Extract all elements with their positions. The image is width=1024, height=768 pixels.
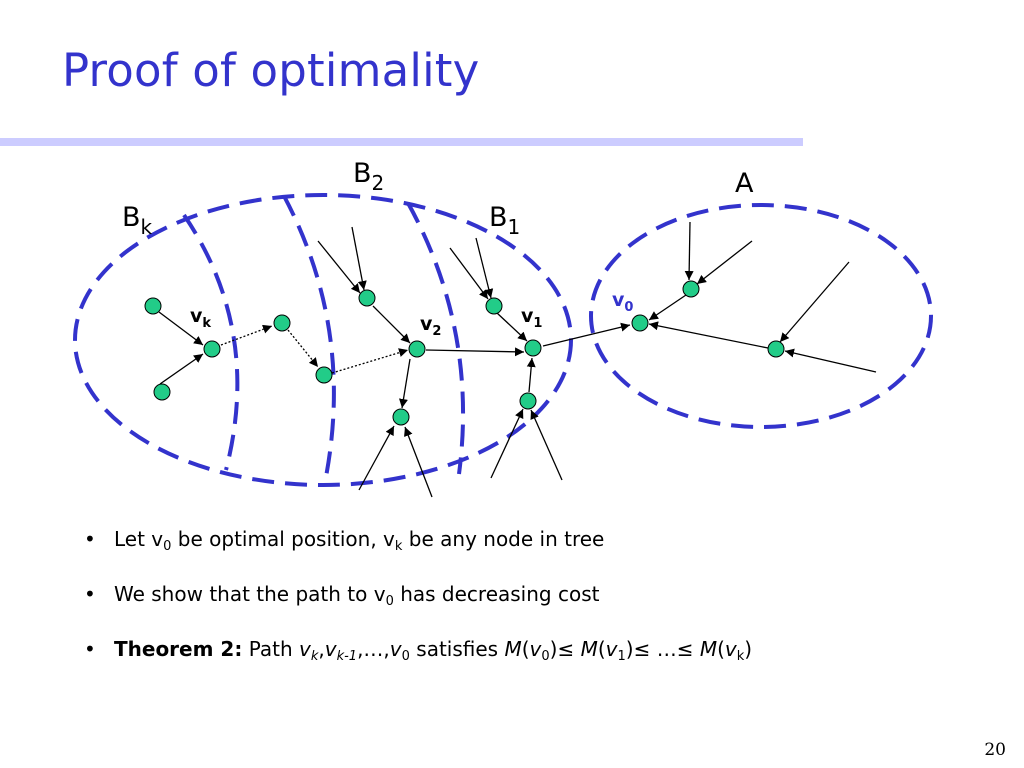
bullet-text-run: be optimal position, v xyxy=(171,527,395,551)
node-label-v2: v2 xyxy=(420,313,441,339)
node xyxy=(144,297,162,315)
bullet-text-run: ( xyxy=(717,637,725,661)
dotted-edge xyxy=(287,329,319,368)
edge xyxy=(475,237,494,299)
edge xyxy=(351,226,367,291)
bullet-text-run: Theorem 2: xyxy=(114,637,243,661)
bullet-text-run: k-1 xyxy=(336,649,358,664)
node-vk xyxy=(203,340,221,358)
page-number: 20 xyxy=(984,740,1006,760)
edge xyxy=(372,305,411,344)
bullet-text-run: k xyxy=(736,649,745,664)
bullet-text-run: v xyxy=(389,637,402,661)
edge xyxy=(425,347,525,357)
edge xyxy=(404,426,433,498)
edge xyxy=(496,312,528,342)
bullet-text-run: v xyxy=(324,637,337,661)
node-label-v0: v0 xyxy=(612,289,633,315)
node xyxy=(358,289,376,307)
bullet-item: Theorem 2: Path vk,vk-1,…,v0 satisfies M… xyxy=(80,634,752,689)
bullet-text-run: be any node in tree xyxy=(402,527,605,551)
edge xyxy=(648,321,769,349)
bullet-item: Let v0 be optimal position, vk be any no… xyxy=(80,524,752,579)
node xyxy=(767,340,785,358)
region-label-bk: Bk xyxy=(122,202,153,239)
edge xyxy=(779,261,850,343)
dotted-edge xyxy=(220,324,273,346)
edge xyxy=(526,357,536,393)
bullet-text-run: has decreasing cost xyxy=(393,582,600,606)
region-a-ellipse xyxy=(589,203,933,429)
node xyxy=(273,314,291,332)
boundary-bk-b2 xyxy=(182,213,240,471)
node xyxy=(485,297,503,315)
bullet-text-run: k xyxy=(310,649,319,664)
region-label-b1: B1 xyxy=(489,202,520,239)
node xyxy=(519,392,537,410)
bullet-text-run: ,…, xyxy=(357,637,390,661)
node-label-vk: vk xyxy=(190,305,211,331)
bullet-text-run: 0 xyxy=(541,649,550,664)
node-v2 xyxy=(408,340,426,358)
bullet-text-run: Path xyxy=(242,637,299,661)
edge xyxy=(449,247,489,300)
bullet-text-run: ( xyxy=(521,637,530,661)
edge xyxy=(399,358,411,409)
bullet-text-run: )≤ xyxy=(549,637,581,661)
boundary-b2-b1 xyxy=(406,202,466,475)
bullet-text-run: satisfies xyxy=(409,637,505,661)
node xyxy=(153,383,171,401)
bullet-text-run: ( xyxy=(597,637,606,661)
bullet-text-run: 0 xyxy=(401,649,410,664)
boundary-b2-left xyxy=(282,195,336,483)
region-label-b2: B2 xyxy=(353,158,384,195)
bullet-list: Let v0 be optimal position, vk be any no… xyxy=(80,524,752,689)
region-b-ellipse xyxy=(73,193,573,487)
node xyxy=(682,280,700,298)
bullet-text-run: M xyxy=(580,637,598,661)
dotted-edge xyxy=(331,348,409,374)
bullet-text-run: , xyxy=(318,637,325,661)
edge xyxy=(648,294,687,321)
bullet-text-run: We show that the path to v xyxy=(114,582,386,606)
bullet-text-run: )≤ …≤ xyxy=(625,637,700,661)
bullet-text-run: ) xyxy=(744,637,753,661)
bullet-text-run: v xyxy=(529,637,542,661)
bullet-text-run: v xyxy=(299,637,311,661)
edge xyxy=(530,409,563,481)
slide-title: Proof of optimality xyxy=(62,44,480,97)
region-label-a: A xyxy=(735,168,754,199)
edge xyxy=(490,408,524,479)
node-v1 xyxy=(524,339,542,357)
bullet-text-run: v xyxy=(605,637,618,661)
bullet-text-run: 1 xyxy=(617,649,626,664)
edge xyxy=(696,240,753,285)
edge xyxy=(542,322,631,347)
edge xyxy=(159,353,204,385)
title-underline xyxy=(0,138,803,146)
bullet-item: We show that the path to v0 has decreasi… xyxy=(80,579,752,634)
edge xyxy=(358,425,395,491)
edge xyxy=(684,221,694,281)
bullet-text-run: 0 xyxy=(163,539,172,554)
bullet-text-run: v xyxy=(724,637,737,661)
node-v0 xyxy=(631,314,649,332)
node-label-v1: v1 xyxy=(521,305,542,331)
node xyxy=(392,408,410,426)
bullet-text-run: Let v xyxy=(114,527,164,551)
edge xyxy=(784,348,877,373)
bullet-text-run: M xyxy=(504,637,522,661)
bullet-text-run: 0 xyxy=(385,594,394,609)
bullet-text-run: k xyxy=(394,539,403,554)
edge xyxy=(317,240,361,294)
edge xyxy=(158,311,204,346)
node xyxy=(315,366,333,384)
bullet-text-run: M xyxy=(699,637,718,661)
tree-diagram: A B2 B1 Bk vk v2 v1 v0 xyxy=(73,158,933,498)
